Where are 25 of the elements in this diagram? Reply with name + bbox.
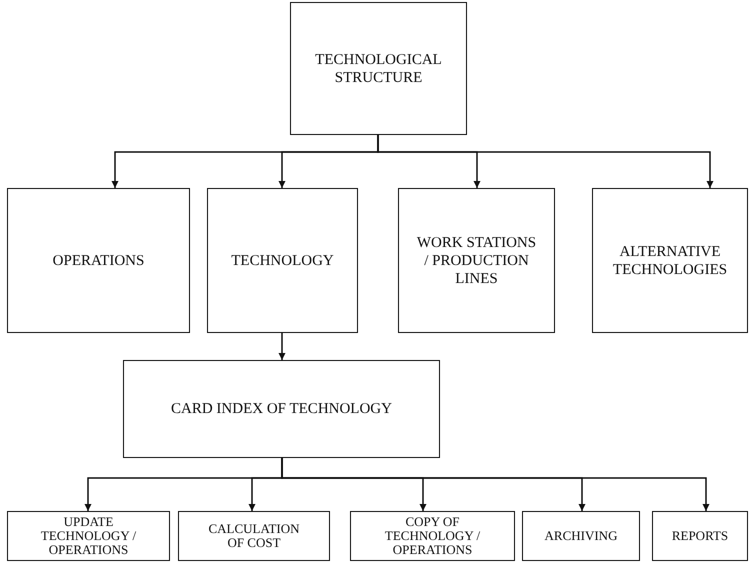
box-label: UPDATE TECHNOLOGY / OPERATIONS — [40, 514, 138, 558]
process-box — [123, 360, 440, 458]
process-box — [207, 188, 358, 333]
process-box — [350, 511, 515, 561]
box-label: CALCULATION OF COST — [208, 522, 300, 550]
process-box — [398, 188, 555, 333]
box-label: OPERATIONS — [52, 252, 144, 270]
process-box — [592, 188, 748, 333]
box-label: TECHNOLOGY — [231, 252, 334, 270]
box-label: CARD INDEX OF TECHNOLOGY — [171, 400, 392, 418]
box-label: REPORTS — [672, 528, 728, 544]
process-box — [652, 511, 748, 561]
process-box — [178, 511, 330, 561]
box-label: WORK STATIONS / PRODUCTION LINES — [416, 234, 536, 288]
arrow — [278, 333, 286, 360]
box-label: ARCHIVING — [544, 528, 618, 544]
process-box — [522, 511, 640, 561]
box-label: ALTERNATIVE TECHNOLOGIES — [612, 242, 728, 278]
box-label: TECHNOLOGICAL STRUCTURE — [314, 50, 443, 86]
arrow — [281, 458, 710, 511]
process-box — [290, 2, 467, 135]
arrow — [377, 135, 714, 188]
process-box — [7, 511, 170, 561]
box-label: COPY OF TECHNOLOGY / OPERATIONS — [384, 514, 482, 558]
process-box — [7, 188, 190, 333]
